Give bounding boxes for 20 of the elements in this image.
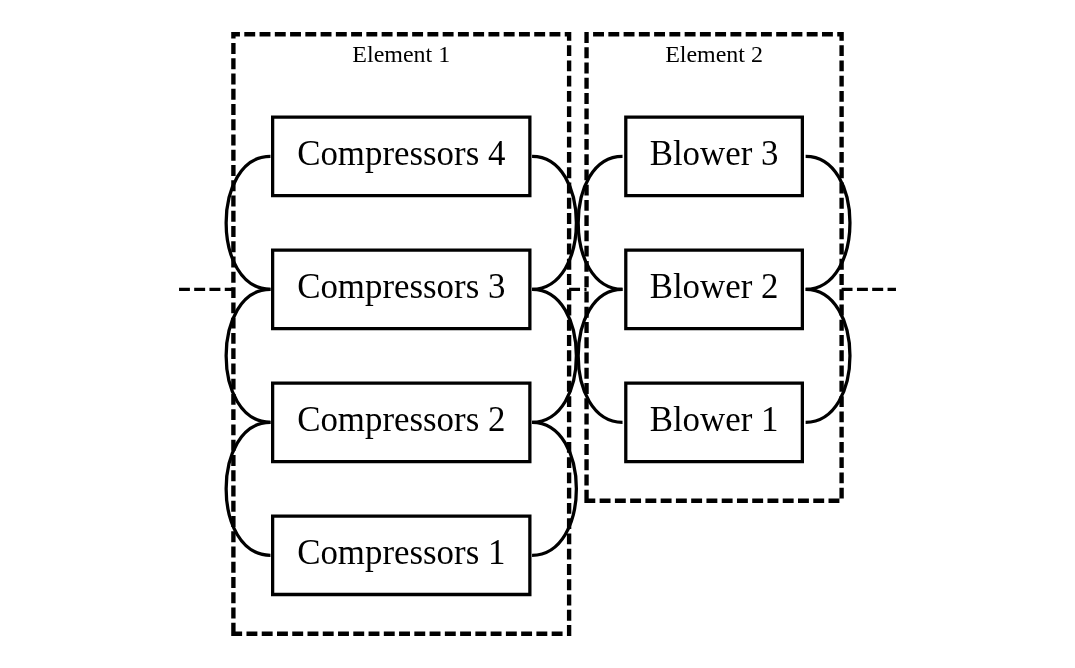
connector	[805, 154, 852, 291]
connector	[224, 420, 271, 557]
connector	[531, 420, 578, 557]
connector	[531, 154, 578, 291]
connector	[569, 287, 587, 291]
connector	[576, 154, 623, 291]
node-box: Compressors 1	[271, 514, 532, 597]
connector	[179, 287, 234, 291]
node-box: Compressors 2	[271, 381, 532, 464]
node-box: Compressors 3	[271, 248, 532, 331]
node-box: Blower 2	[624, 248, 804, 331]
connector	[805, 287, 852, 424]
connector	[576, 287, 623, 424]
connector	[531, 287, 578, 424]
node-box: Compressors 4	[271, 115, 532, 198]
connector	[224, 287, 271, 424]
connector	[224, 154, 271, 291]
connector	[841, 287, 896, 291]
node-box: Blower 3	[624, 115, 804, 198]
node-box: Blower 1	[624, 381, 804, 464]
